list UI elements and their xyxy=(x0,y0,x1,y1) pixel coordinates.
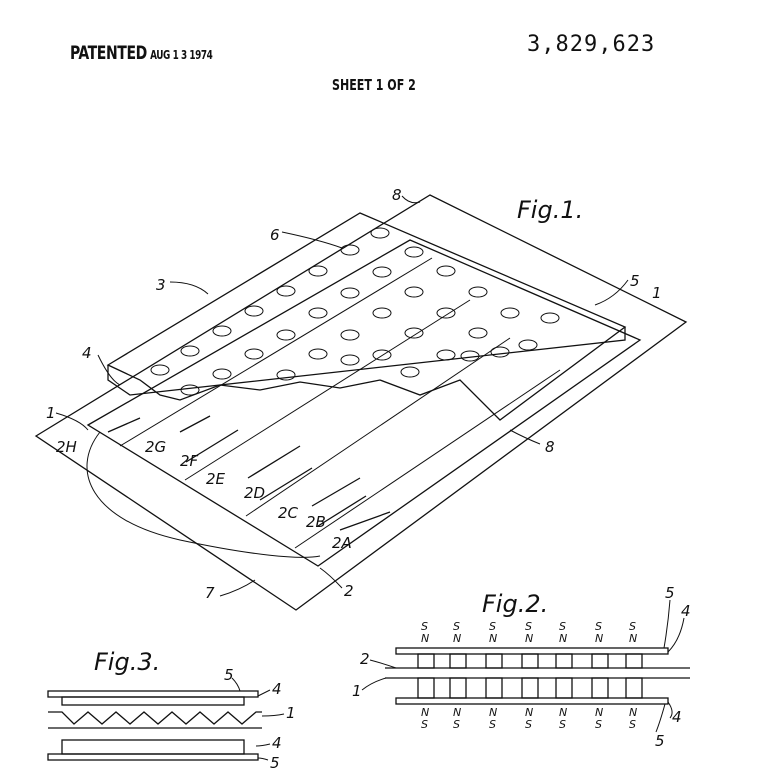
pole-bot-2: N xyxy=(453,706,461,719)
ref-7: 7 xyxy=(205,584,215,602)
figure-2: Fig.2. S N S N S N S N S N S N S xyxy=(352,584,691,750)
fig2-ref-4-bottom: 4 xyxy=(672,708,682,726)
pole-bot-3: S xyxy=(453,718,460,731)
pole-bot-13: S xyxy=(629,718,636,731)
base-plate xyxy=(34,194,688,611)
pole-top-3: N xyxy=(453,632,461,645)
ref-2C: 2C xyxy=(278,504,299,522)
fig2-title: Fig.2. xyxy=(482,590,548,618)
ref-2H: 2H xyxy=(56,438,77,456)
perforated-plate xyxy=(106,212,627,421)
ref-2E: 2E xyxy=(206,470,226,488)
fig3-ref-4-top: 4 xyxy=(272,680,282,698)
ref-2-bottom: 2 xyxy=(344,582,354,600)
ref-2D: 2D xyxy=(244,484,265,502)
ref-5: 5 xyxy=(630,272,640,290)
pole-top-1: N xyxy=(421,632,429,645)
ref-3: 3 xyxy=(156,276,166,294)
ref-2B: 2B xyxy=(306,513,326,531)
pole-bot-7: S xyxy=(525,718,532,731)
fig3-bottom-plate xyxy=(47,753,259,761)
stripe-boundaries xyxy=(119,257,561,549)
pole-top-6: S xyxy=(525,620,532,633)
fig3-top-magnet xyxy=(61,696,245,706)
pole-bot-4: N xyxy=(489,706,497,719)
ref-2A: 2A xyxy=(332,534,352,552)
stripe-layer xyxy=(86,239,642,567)
ref-2G: 2G xyxy=(145,438,166,456)
fig2-ref-5-bottom: 5 xyxy=(655,732,665,750)
ref-1-right: 1 xyxy=(652,284,662,302)
figure-3: Fig.3. 5 4 1 4 5 xyxy=(47,648,296,772)
patent-date: AUG 1 3 1974 xyxy=(150,48,213,62)
ref-6: 6 xyxy=(270,226,280,244)
pole-top-4: S xyxy=(489,620,496,633)
sheet-number: SHEET 1 OF 2 xyxy=(332,76,416,94)
fig2-ref-2: 2 xyxy=(360,650,370,668)
holes xyxy=(150,227,560,396)
pole-bot-11: S xyxy=(595,718,602,731)
pole-top-12: S xyxy=(629,620,636,633)
fig3-leaders xyxy=(231,677,285,761)
fig2-ref-5-top: 5 xyxy=(665,584,675,602)
ref-2F: 2F xyxy=(180,452,199,470)
fig2-ref-4-top: 4 xyxy=(681,602,691,620)
plate-edge xyxy=(107,327,626,396)
pole-bot-1: S xyxy=(421,718,428,731)
lead-wire xyxy=(86,431,321,558)
fig1-title: Fig.1. xyxy=(517,196,583,224)
fig2-leaders xyxy=(361,599,685,733)
patent-number: 3,829,623 xyxy=(527,32,656,57)
leader-lines xyxy=(55,195,629,597)
fig3-zigzag-strip xyxy=(48,711,262,725)
fig2-bottom-plate xyxy=(395,697,669,705)
pole-bot-9: S xyxy=(559,718,566,731)
fig3-title: Fig.3. xyxy=(94,648,160,676)
pole-bot-0: N xyxy=(421,706,429,719)
fig2-magnets xyxy=(417,653,643,699)
fig3-ref-1: 1 xyxy=(286,704,296,722)
ref-8-top: 8 xyxy=(392,186,402,204)
patented-text: PATENTED xyxy=(70,42,147,64)
pole-bot-5: S xyxy=(489,718,496,731)
pole-top-10: S xyxy=(595,620,602,633)
pole-bot-10: N xyxy=(595,706,603,719)
current-arrows xyxy=(107,415,391,531)
pole-top-9: N xyxy=(559,632,567,645)
fig3-top-plate xyxy=(47,690,259,698)
pole-bot-8: N xyxy=(559,706,567,719)
fig3-ref-4-bottom: 4 xyxy=(272,734,282,752)
pole-top-0: S xyxy=(421,620,428,633)
pole-top-8: S xyxy=(559,620,566,633)
fig3-ref-5-top: 5 xyxy=(224,666,234,684)
pole-bot-6: N xyxy=(525,706,533,719)
fig3-bottom-magnet xyxy=(61,739,245,755)
pole-top-5: N xyxy=(489,632,497,645)
ref-1-left: 1 xyxy=(46,404,56,422)
pole-top-2: S xyxy=(453,620,460,633)
figure-1: Fig.1. 8 6 3 5 1 4 1 2H 2G 2F 2E 2D 2C 2… xyxy=(34,186,688,611)
ref-8-right: 8 xyxy=(545,438,555,456)
fig2-top-plate xyxy=(395,647,669,655)
ref-4: 4 xyxy=(82,344,92,362)
fig3-ref-5-bottom: 5 xyxy=(270,754,280,772)
pole-top-13: N xyxy=(629,632,637,645)
pole-top-11: N xyxy=(595,632,603,645)
fig2-ref-1: 1 xyxy=(352,682,362,700)
pole-top-7: N xyxy=(525,632,533,645)
pole-bot-12: N xyxy=(629,706,637,719)
